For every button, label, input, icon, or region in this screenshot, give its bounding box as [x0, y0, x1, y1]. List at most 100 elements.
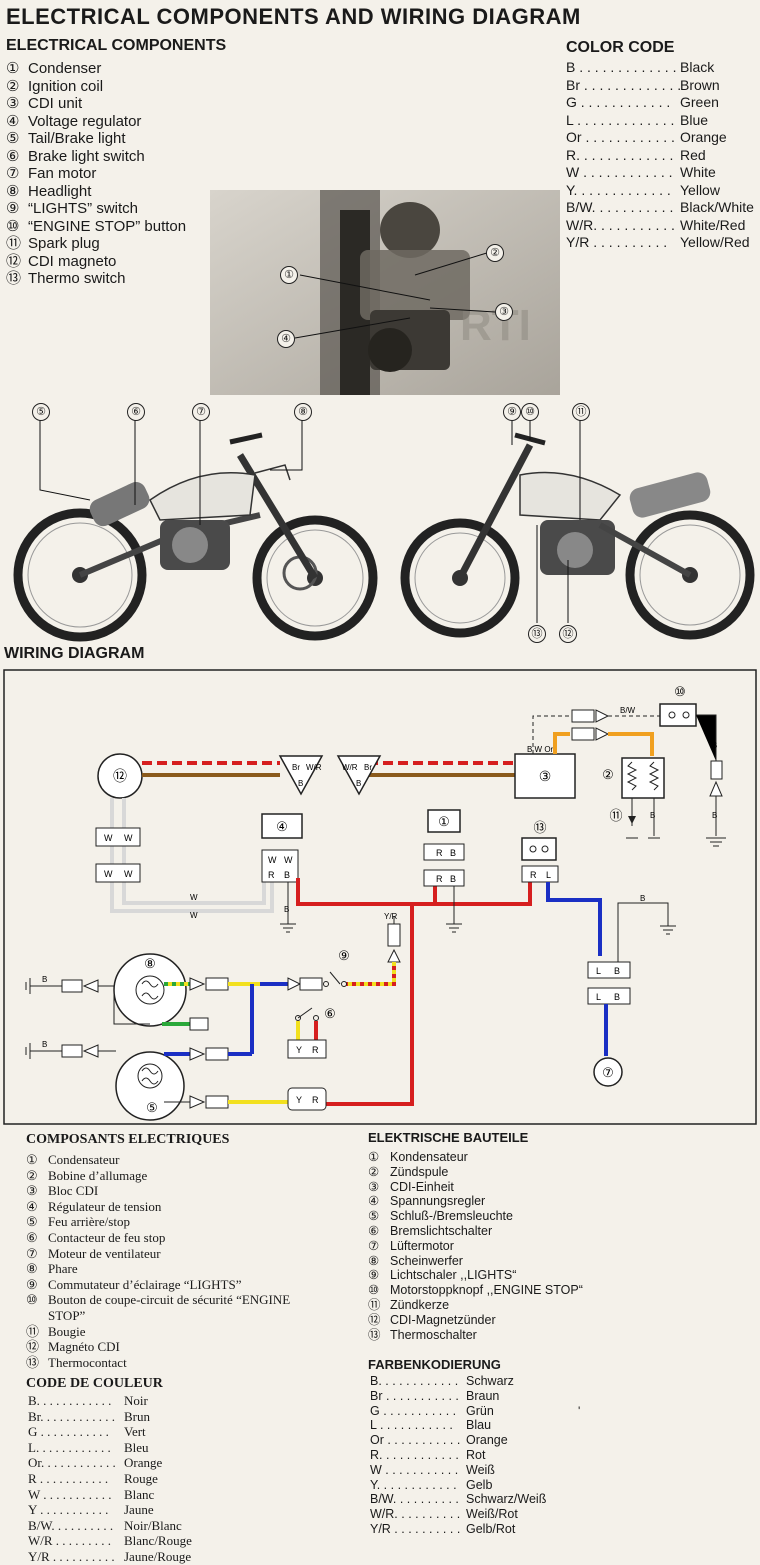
- item-label: “ENGINE STOP” button: [28, 217, 187, 235]
- cc-list-item: L . . . . . . . . . . . . .Blue: [566, 112, 754, 130]
- de-color-heading: FARBENKODIERUNG: [368, 1357, 501, 1372]
- item-label: Bougie: [48, 1323, 86, 1339]
- svg-text:B: B: [450, 874, 456, 884]
- fr-cc-item: B/W. . . . . . . . . .Noir/Blanc: [28, 1518, 192, 1534]
- fr-cc-item: W . . . . . . . . . . .Blanc: [28, 1487, 192, 1503]
- svg-text:L: L: [596, 966, 601, 976]
- de-cc-item: B/W. . . . . . . . . .Schwarz/Weiß: [370, 1492, 546, 1507]
- condenser: [427, 809, 461, 833]
- item-label: Zündspule: [390, 1164, 449, 1179]
- item-number: ⑫: [26, 1339, 40, 1355]
- de-cc-item: B. . . . . . . . . . . .Schwarz: [370, 1374, 546, 1389]
- item-label: Condensateur: [48, 1152, 120, 1167]
- svg-text:B: B: [356, 779, 361, 788]
- svg-text:R: R: [436, 874, 443, 884]
- color-abbrev: G . . . . . . . . . . .: [370, 1403, 457, 1418]
- svg-text:R: R: [436, 848, 443, 858]
- item-label: Moteur de ventilateur: [48, 1245, 161, 1261]
- svg-text:B: B: [298, 779, 303, 788]
- svg-text:⑦: ⑦: [602, 1065, 614, 1080]
- wire-white: [110, 798, 274, 913]
- color-abbrev: R. . . . . . . . . . . . .: [566, 146, 674, 163]
- item-label: Thermocontact: [48, 1354, 127, 1370]
- svg-text:W: W: [284, 855, 293, 865]
- cc-list-item: Br . . . . . . . . . . . . .Brown: [566, 77, 754, 95]
- fr-color-heading: CODE DE COULEUR: [26, 1376, 163, 1391]
- item-label: Bloc CDI: [48, 1183, 99, 1199]
- color-name: Yellow: [680, 181, 720, 198]
- item-number: ②: [26, 1167, 38, 1183]
- color-abbrev: W . . . . . . . . . . .: [370, 1462, 459, 1477]
- item-number: ⑨: [26, 1276, 38, 1292]
- photo-callout-3: ③: [495, 303, 513, 321]
- svg-text:⑤: ⑤: [146, 1100, 158, 1115]
- svg-text:B: B: [42, 1040, 47, 1049]
- color-abbrev: W/R . . . . . . . . .: [28, 1533, 112, 1549]
- svg-text:①: ①: [438, 814, 450, 829]
- svg-text:W: W: [190, 893, 198, 902]
- item-number: ③: [26, 1183, 38, 1199]
- color-name: Schwarz/Weiß: [466, 1492, 547, 1507]
- color-abbrev: W/R. . . . . . . . . .: [370, 1507, 461, 1522]
- bike-callout-6: ⑥: [127, 403, 145, 421]
- svg-text:B/W: B/W: [620, 706, 636, 715]
- svg-text:B: B: [614, 966, 620, 976]
- fr-list-item: ③ Bloc CDI: [26, 1183, 290, 1199]
- svg-text:⑬: ⑬: [533, 820, 546, 835]
- item-label: Lüftermotor: [390, 1238, 454, 1253]
- wire-orange: [553, 732, 570, 754]
- fr-cc-item: W/R . . . . . . . . .Blanc/Rouge: [28, 1533, 192, 1549]
- svg-text:L: L: [546, 870, 551, 880]
- fr-cc-item: R . . . . . . . . . . .Rouge: [28, 1471, 192, 1487]
- svg-text:③: ③: [539, 768, 552, 784]
- color-abbrev: B. . . . . . . . . . . .: [28, 1393, 112, 1408]
- color-name: Black: [680, 59, 715, 75]
- color-abbrev: B/W. . . . . . . . . .: [28, 1517, 114, 1533]
- item-number: ⑤: [6, 130, 20, 147]
- svg-text:⑧: ⑧: [144, 956, 156, 971]
- svg-text:⑪: ⑪: [609, 808, 622, 823]
- item-number: ⑫: [6, 252, 22, 270]
- fr-list-item: ① Condensateur: [26, 1152, 290, 1168]
- svg-text:B: B: [650, 811, 655, 820]
- color-name: Gelb: [466, 1477, 493, 1492]
- color-abbrev: Or. . . . . . . . . . . .: [28, 1455, 116, 1471]
- item-label: Spannungsregler: [390, 1194, 486, 1209]
- color-abbrev: Y/R . . . . . . . . . .: [28, 1548, 115, 1564]
- wire-red-main: [296, 876, 532, 906]
- item-label: Headlight: [28, 182, 92, 200]
- svg-text:Br: Br: [292, 763, 300, 772]
- color-abbrev: W/R. . . . . . . . . . .: [566, 216, 675, 233]
- item-number: ④: [26, 1198, 38, 1214]
- item-label: CDI-Einheit: [390, 1179, 454, 1194]
- de-cc-item: W . . . . . . . . . . .Weiß: [370, 1463, 546, 1478]
- color-name: White/Red: [680, 216, 746, 233]
- item-number: ⑬: [26, 1354, 40, 1370]
- color-abbrev: Br . . . . . . . . . . .: [370, 1388, 459, 1403]
- item-number: ①: [26, 1152, 38, 1167]
- de-cc-item: Br . . . . . . . . . . .Braun: [370, 1389, 546, 1404]
- item-label: Thermo switch: [28, 270, 126, 287]
- item-label: Scheinwerfer: [390, 1253, 463, 1268]
- item-number: ⑥: [368, 1223, 380, 1238]
- item-label: Zündkerze: [390, 1297, 450, 1312]
- color-name: Jaune: [124, 1502, 154, 1518]
- cc-list-item: W/R. . . . . . . . . . . White/Red: [566, 217, 754, 235]
- item-label: Ignition coil: [28, 77, 104, 95]
- svg-text:B: B: [450, 848, 456, 858]
- fr-cc-item: B. . . . . . . . . . . .Noir: [28, 1393, 192, 1409]
